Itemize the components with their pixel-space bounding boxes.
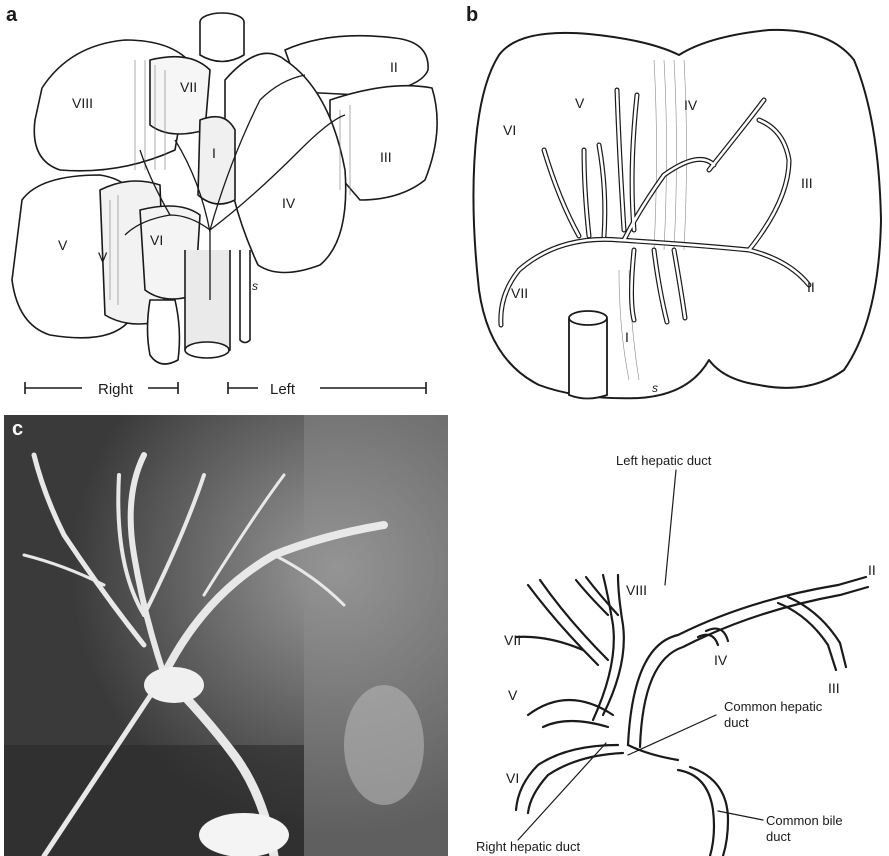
c-label-v: V [508,687,518,703]
a-label-vi: VI [150,232,163,248]
segment-i-shape [198,117,235,204]
a-label-i: I [212,145,216,161]
c-label-vi: VI [506,770,519,786]
c-common-bile-duct-label-1: Common bile [766,813,843,828]
b-label-vi: VI [503,122,516,138]
ivc-body [200,22,244,62]
panel-c-letter: c [12,418,23,441]
b-ivc-tube [569,318,607,399]
gallbladder [148,300,180,364]
b-label-iv: IV [684,97,698,113]
c-common-hepatic-duct-label-1: Common hepatic [724,699,823,714]
c-common-hepatic-duct-label-2: duct [724,715,749,730]
a-label-iv: IV [282,195,296,211]
c-label-ii: II [868,562,876,578]
c-left-hepatic-duct-label: Left hepatic duct [616,453,712,468]
panel-c-duct-diagram: VIII VII V VI IV II III Left hepatic duc… [448,415,889,856]
c-label-iv: IV [714,652,728,668]
c-right-hepatic-duct-label: Right hepatic duct [476,839,580,854]
cholangiogram-xray: c [4,415,448,856]
a-left-label: Left [270,381,296,398]
c-label-viii: VIII [626,582,647,598]
a-label-v-outer: V [58,237,68,253]
b-label-v: V [575,95,585,111]
c-common-bile-duct-label-2: duct [766,829,791,844]
a-label-ii: II [390,59,398,75]
a-label-viii: VIII [72,95,93,111]
a-signature: s [252,279,258,293]
b-label-iii: III [801,175,813,191]
b-liver-outline [473,30,881,398]
b-signature: s [652,381,658,395]
b-label-ii: II [807,279,815,295]
b-label-i: I [625,329,629,345]
c-label-vii: VII [504,632,521,648]
a-label-iii: III [380,149,392,165]
a-label-v-inner: V [98,249,108,265]
a-right-label: Right [98,381,134,398]
b-label-vii: VII [511,285,528,301]
a-label-vii: VII [180,79,197,95]
panel-b-liver-illustration: V IV VI III II VII I s [459,0,889,410]
ivc-lower [185,250,230,355]
c-label-iii: III [828,680,840,696]
panel-a-liver-illustration: II III IV I VII VIII V V VI s Right Left [0,0,450,410]
